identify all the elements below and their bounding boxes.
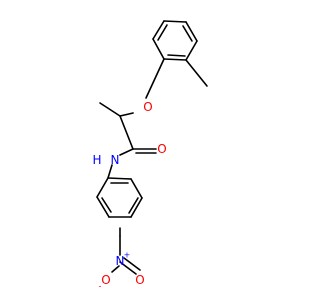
bond bbox=[107, 164, 113, 179]
bond bbox=[128, 197, 139, 214]
bond bbox=[163, 58, 187, 61]
nitro-oxygen-left-label: O bbox=[101, 273, 110, 287]
linker bbox=[99, 58, 165, 179]
bond bbox=[157, 24, 168, 41]
bond bbox=[163, 20, 187, 23]
bond bbox=[152, 20, 165, 40]
molecule-diagram: O O N H N + O - O bbox=[92, 20, 208, 291]
bond bbox=[119, 112, 134, 117]
bond bbox=[119, 261, 137, 275]
bond bbox=[111, 265, 120, 273]
bond bbox=[123, 257, 141, 271]
bond bbox=[167, 54, 186, 57]
bond bbox=[185, 21, 198, 42]
ether-oxygen-label: O bbox=[143, 100, 152, 114]
bond bbox=[130, 197, 143, 218]
bond bbox=[182, 25, 193, 42]
bond bbox=[119, 115, 134, 150]
amide-nitrogen-label: N bbox=[111, 153, 120, 167]
bond bbox=[96, 177, 109, 198]
bond bbox=[99, 102, 121, 117]
atom-labels: O O N H N + O - O bbox=[92, 100, 166, 291]
bond bbox=[185, 40, 198, 61]
bond bbox=[152, 38, 165, 60]
nitro-group-bonds bbox=[111, 235, 141, 275]
tolyl-ring bbox=[152, 20, 208, 87]
nitrophenyl-ring bbox=[96, 177, 143, 237]
nitro-nitrogen-label: N bbox=[116, 254, 125, 268]
bond bbox=[185, 59, 208, 87]
nitro-plus-charge: + bbox=[124, 251, 131, 260]
bond bbox=[145, 58, 165, 99]
bond bbox=[107, 177, 132, 180]
nitro-minus-charge: - bbox=[99, 282, 102, 291]
bond bbox=[119, 148, 134, 156]
bond bbox=[130, 178, 143, 199]
bond bbox=[96, 196, 110, 218]
carbonyl-oxygen-label: O bbox=[157, 142, 166, 156]
bond bbox=[101, 197, 112, 213]
nitro-oxygen-right-label: O bbox=[135, 273, 144, 287]
amide-hydrogen-label: H bbox=[92, 153, 101, 167]
